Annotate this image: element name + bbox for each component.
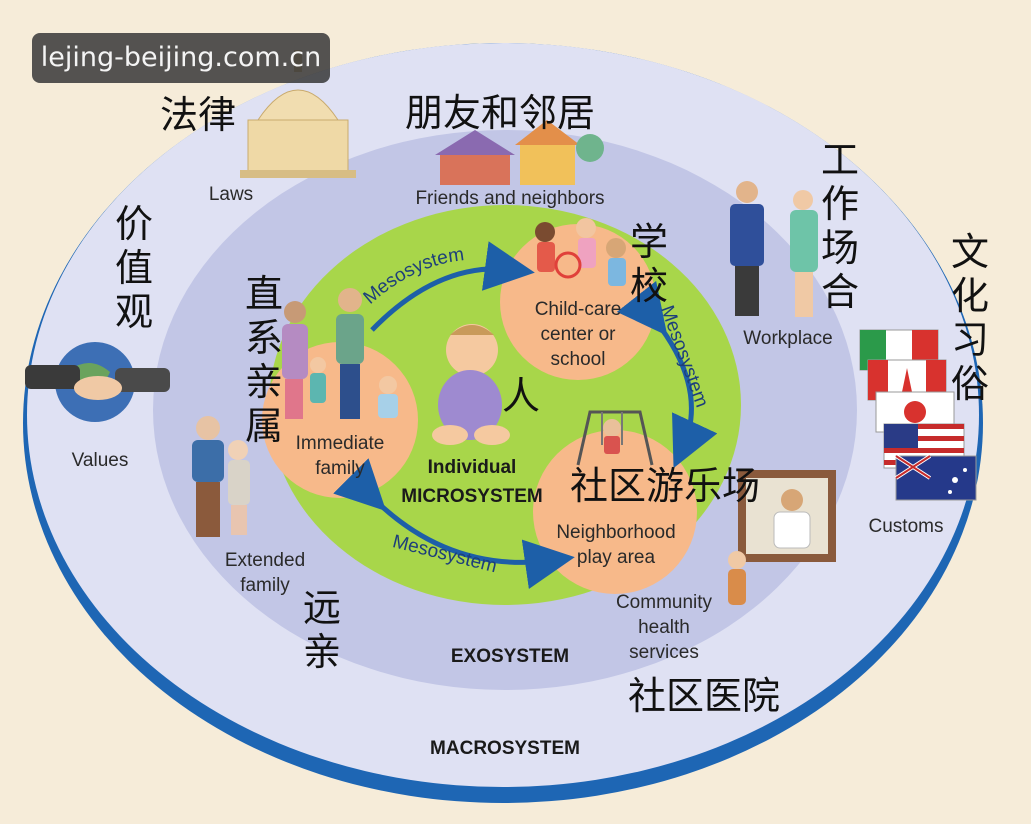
- mesosystem-arrow-bottom: [333, 458, 575, 589]
- cn-person: 人: [502, 374, 541, 418]
- extended-family-icon: [192, 416, 250, 537]
- cn-hospital: 社区医院: [628, 674, 781, 718]
- microsystem-label: MICROSYSTEM: [401, 486, 543, 507]
- cn-laws: 法律: [160, 93, 237, 137]
- cn-workplace: 工作场合: [820, 138, 859, 314]
- watermark: lejing-beijing.com.cn: [32, 33, 330, 83]
- cn-friends: 朋友和邻居: [405, 91, 596, 135]
- cn-playground: 社区游乐场: [570, 464, 761, 508]
- community-health-label: Community health services: [615, 592, 713, 663]
- childcare-label: Child-care center or school: [534, 299, 622, 370]
- workplace-label: Workplace: [743, 328, 833, 349]
- child-figure-icon: [432, 324, 510, 445]
- school-children-icon: [535, 218, 626, 286]
- cn-school: 学校: [629, 220, 668, 308]
- macrosystem-label: MACROSYSTEM: [430, 738, 580, 759]
- values-label: Values: [71, 450, 129, 471]
- handshake-globe-icon: [25, 342, 170, 422]
- cn-values: 价值观: [114, 202, 153, 334]
- laws-label: Laws: [208, 184, 254, 205]
- flags-icon: [859, 329, 977, 501]
- doctor-picture-icon: [728, 470, 836, 605]
- mesosystem-arrow-top: [370, 241, 535, 332]
- cn-extended-family: 远亲: [302, 586, 341, 674]
- exosystem-label: EXOSYSTEM: [450, 646, 570, 667]
- cn-customs: 文化习俗: [950, 230, 989, 406]
- play-area-label: Neighborhood play area: [556, 522, 676, 568]
- houses-icon: [435, 120, 604, 185]
- customs-label: Customs: [868, 516, 944, 537]
- individual-label: Individual: [427, 457, 517, 478]
- extended-family-label: Extended family: [224, 550, 306, 596]
- playground-icon: [576, 410, 654, 466]
- cn-immediate-family: 直系亲属: [244, 272, 283, 448]
- family-figures-icon: [282, 288, 398, 419]
- friends-label: Friends and neighbors: [415, 188, 605, 209]
- capitol-building-icon: [240, 50, 356, 178]
- workplace-people-icon: [730, 181, 818, 317]
- immediate-family-label: Immediate family: [295, 433, 385, 479]
- mesosystem-arrow-right: [616, 280, 718, 469]
